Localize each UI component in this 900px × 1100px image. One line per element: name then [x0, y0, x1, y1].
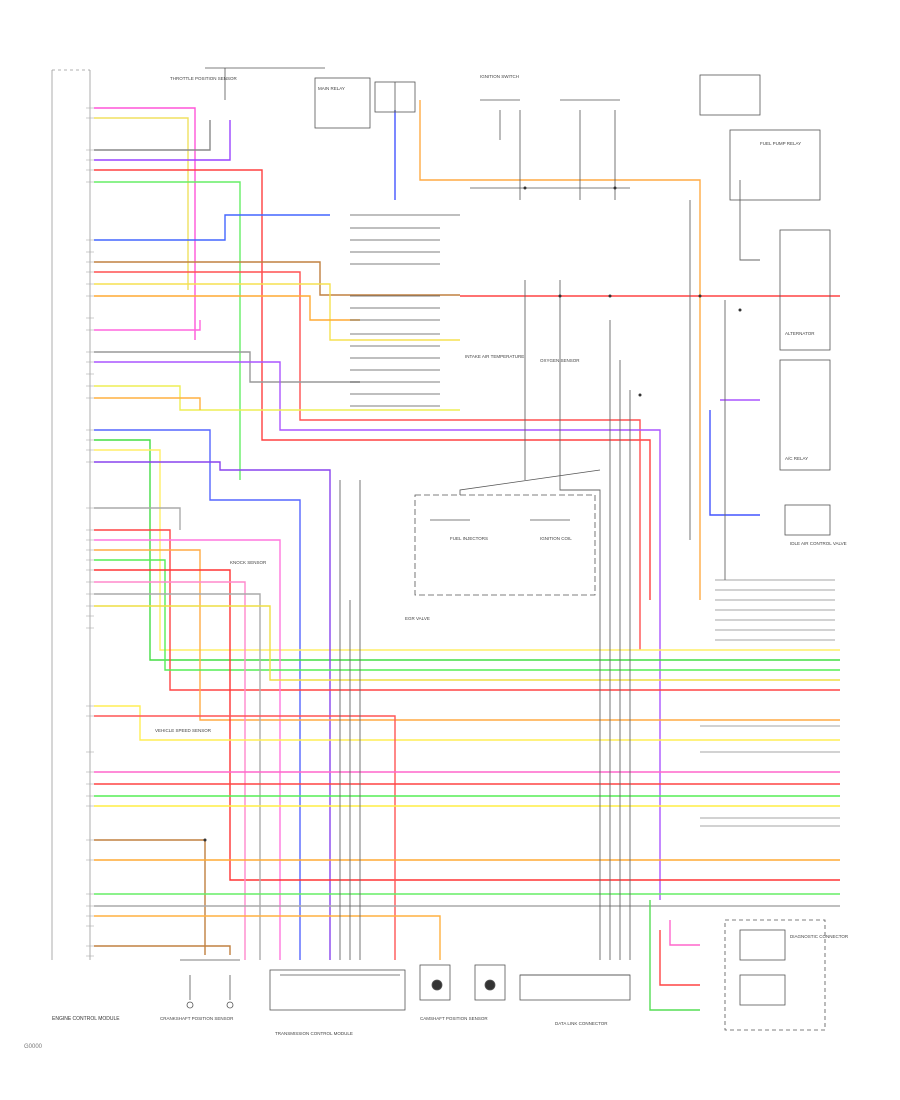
figure-code: G0000: [24, 1044, 43, 1050]
ecm-label: ENGINE CONTROL MODULE: [52, 1016, 120, 1022]
wire-red-4: [94, 569, 840, 881]
wire-brown-2: [94, 839, 206, 955]
data-link-label: DATA LINK CONNECTOR: [555, 1021, 608, 1026]
wire-set-top: [94, 107, 661, 900]
wire-set-lower: [94, 705, 840, 960]
wire-gray-1: [94, 120, 211, 151]
wire-red-3: [94, 529, 840, 691]
ecm-pins: [86, 107, 94, 957]
wire-gray-4: [94, 593, 261, 960]
idle-control-label: IDLE AIR CONTROL VALVE: [790, 541, 847, 546]
relay-stack: [350, 214, 460, 407]
ignition-switch-label: IGNITION SWITCH: [480, 74, 519, 79]
wire-set-middle: [94, 429, 840, 960]
wire-blue-2: [94, 429, 301, 960]
egr-label: EGR VALVE: [405, 616, 430, 621]
right-bus: [700, 579, 840, 827]
wire-red-1: [94, 169, 651, 600]
wire-green-6: [649, 900, 700, 1011]
alternator-label: ALTERNATOR: [785, 331, 815, 336]
ignition-switch: [470, 99, 630, 200]
ignition-coil-label: IGNITION COIL: [540, 536, 572, 541]
knock-sensor-label: KNOCK SENSOR: [230, 560, 267, 565]
intake-air-label: INTAKE AIR TEMPERATURE: [465, 354, 524, 359]
wire-yellow-5: [94, 605, 840, 681]
wire-orange-5: [94, 915, 441, 960]
wire-yellow-6: [94, 705, 840, 741]
wire-pink-2: [94, 320, 201, 331]
wire-brown-1: [94, 261, 460, 296]
fuel-injectors-label: FUEL INJECTORS: [450, 536, 488, 541]
wire-gray-3: [94, 507, 181, 530]
diagnostic-label: DIAGNOSTIC CONNECTOR: [790, 934, 849, 939]
wire-green-1: [94, 181, 241, 480]
splices: [203, 186, 742, 842]
component-labels: ENGINE CONTROL MODULE MAIN RELAY IGNITIO…: [52, 74, 849, 1036]
transmission-label: TRANSMISSION CONTROL MODULE: [275, 1031, 353, 1036]
wire-brown-3: [94, 945, 231, 955]
oxygen-label: OXYGEN SENSOR: [540, 358, 580, 363]
wire-set-right: [394, 100, 840, 1011]
wire-purple-3: [94, 461, 331, 960]
wire-purple-1: [94, 120, 231, 161]
crank-sensor-label: CRANKSHAFT POSITION SENSOR: [160, 1016, 234, 1021]
wire-green-3: [94, 559, 840, 671]
wire-pink-1: [94, 107, 196, 340]
wire-red-8: [659, 930, 700, 986]
wire-blue-4: [709, 410, 760, 516]
right-relays: [699, 74, 831, 1031]
wire-yellow-1: [94, 117, 189, 290]
fuel-pump-label: FUEL PUMP RELAY: [760, 141, 801, 146]
wire-orange-3: [94, 549, 840, 721]
cam-sensor-label: CAMSHAFT POSITION SENSOR: [420, 1016, 488, 1021]
wire-pink-4: [94, 581, 246, 960]
main-relay-label: MAIN RELAY: [318, 86, 345, 91]
gray-wiring: [339, 180, 760, 960]
ecm-connector: [51, 69, 91, 960]
wire-gray-2: [94, 351, 360, 383]
bottom-connector: [269, 964, 631, 1011]
wire-yellow-2: [94, 283, 460, 341]
throttle-sensor-label: THROTTLE POSITION SENSOR: [170, 76, 238, 81]
wire-red-2: [94, 271, 641, 650]
main-relay: [205, 67, 416, 129]
wire-orange-1: [94, 295, 360, 321]
bottom-sensors: [180, 959, 496, 1009]
wire-red-5: [94, 715, 396, 960]
central-module: [414, 469, 601, 596]
wire-green-2: [94, 439, 840, 661]
wire-orange-2: [94, 397, 201, 410]
ac-relay-label: A/C RELAY: [785, 456, 808, 461]
speed-sensor-label: VEHICLE SPEED SENSOR: [155, 728, 212, 733]
wire-purple-2: [94, 361, 661, 900]
wire-pink-6: [669, 920, 700, 946]
wire-orange-6: [419, 100, 701, 600]
wire-pink-3: [94, 539, 281, 960]
wire-blue-1: [94, 214, 330, 241]
